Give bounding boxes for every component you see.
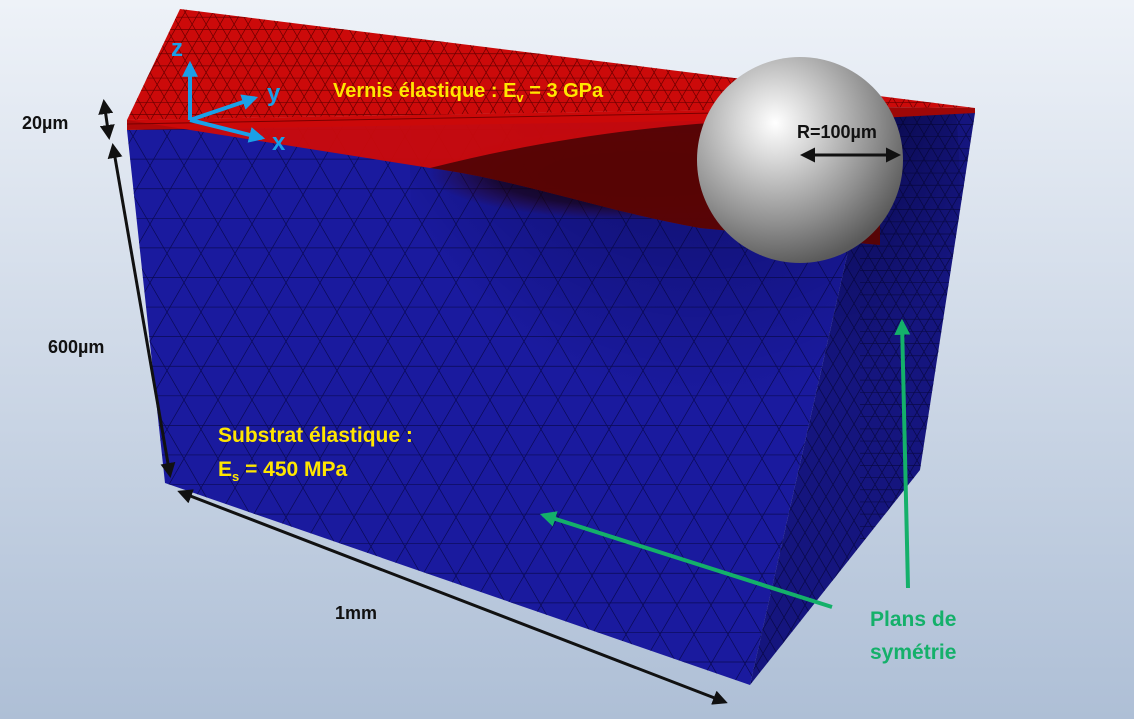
- mesh-edge: [127, 110, 291, 685]
- y-axis-arrow: [189, 94, 259, 122]
- radius-label: R=100µm: [797, 122, 877, 142]
- substrate-label-line2: Es = 450 MPa: [218, 458, 348, 484]
- depth-label: 600µm: [48, 337, 104, 357]
- mesh-edge: [750, 110, 847, 685]
- width-arrow: [177, 489, 728, 705]
- symmetry-arrow-front: [539, 511, 833, 609]
- sphere: [697, 57, 903, 263]
- varnish-side-layer: [880, 107, 975, 118]
- symmetry-label-line2: symétrie: [870, 641, 956, 664]
- symmetry-arrow-side: [894, 318, 911, 589]
- mesh-edge: [236, 9, 316, 120]
- x-axis-label: x: [272, 129, 286, 156]
- mesh-edge: [138, 9, 218, 120]
- coating-label: 20µm: [22, 113, 68, 133]
- mesh-edge: [127, 9, 204, 120]
- mesh-edge: [127, 110, 359, 685]
- indenter-sphere: [697, 57, 903, 263]
- mesh-edge: [750, 110, 861, 685]
- mesh-edge: [127, 9, 190, 120]
- symmetry-callout: Plans de symétrie: [539, 318, 956, 664]
- mesh-edge: [194, 9, 274, 120]
- dimension-coating: 20µm: [22, 99, 115, 140]
- width-label: 1mm: [335, 603, 377, 623]
- dimension-depth: 600µm: [48, 143, 176, 478]
- mesh-edge: [127, 110, 257, 685]
- x-axis-arrow: [189, 118, 266, 143]
- mesh-edge: [750, 110, 833, 685]
- mesh-edge: [127, 9, 148, 120]
- axis-triad: z y x: [171, 35, 286, 156]
- mesh-edge: [222, 9, 302, 120]
- z-axis-label: z: [171, 35, 183, 62]
- mesh-edge: [127, 9, 162, 120]
- y-axis-label: y: [267, 80, 281, 107]
- mesh-edge: [250, 9, 330, 120]
- mesh-edge: [166, 9, 246, 120]
- coating-arrow: [98, 99, 115, 140]
- substrate-label-line1: Substrat élastique :: [218, 424, 413, 447]
- mesh-edge: [208, 9, 288, 120]
- depth-arrow: [107, 143, 176, 478]
- symmetry-label-line1: Plans de: [870, 608, 956, 631]
- varnish-label: Vernis élastique : Ev = 3 GPa: [333, 80, 604, 105]
- radius-dimension: R=100µm: [797, 122, 901, 163]
- dimension-width: 1mm: [177, 489, 728, 705]
- mesh-edge: [127, 110, 393, 685]
- substrate-label: Substrat élastique : Es = 450 MPa: [218, 424, 413, 484]
